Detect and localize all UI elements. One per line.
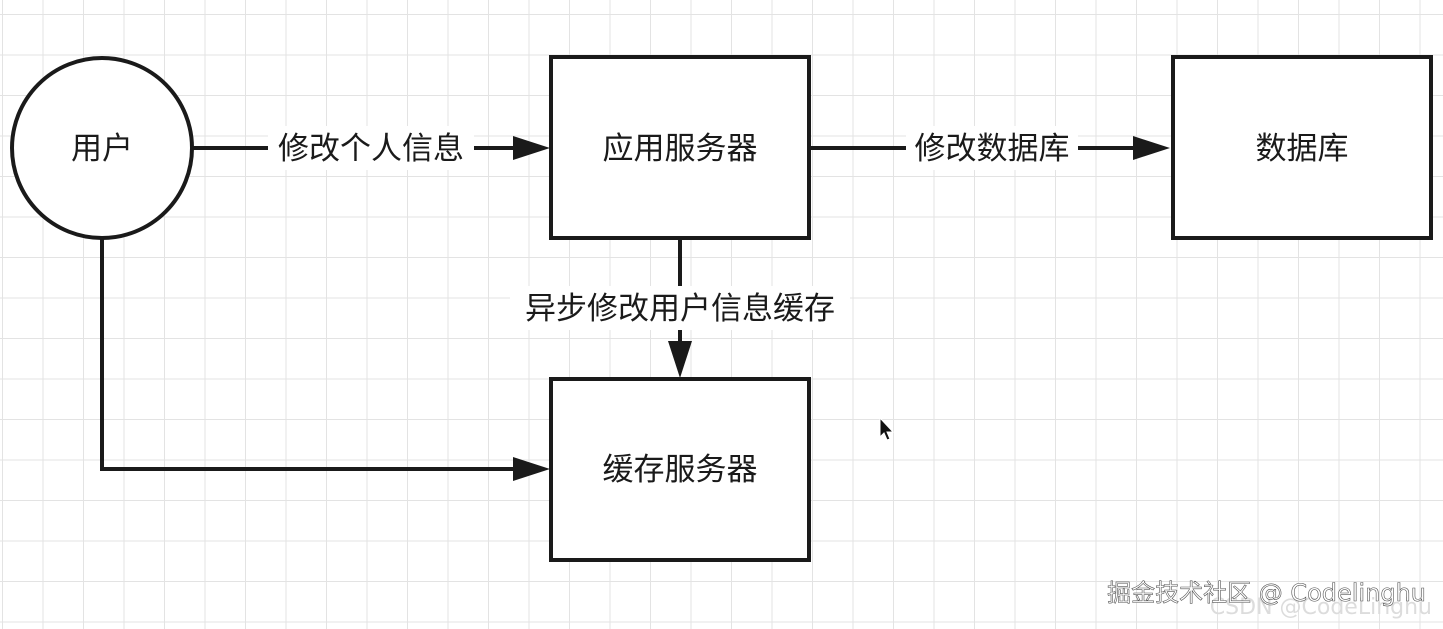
node-app-server: 应用服务器 xyxy=(549,55,811,240)
node-database: 数据库 xyxy=(1171,55,1433,240)
edge-user-to-cache-server xyxy=(100,238,550,481)
node-user: 用户 xyxy=(10,56,194,240)
watermark-primary: 掘金技术社区 @ Codelinghu xyxy=(1107,579,1426,607)
arrowhead-icon xyxy=(668,341,692,378)
arrowhead-icon xyxy=(513,136,550,160)
arrowhead-icon xyxy=(1133,136,1170,160)
edge-app-server-to-cache-server: 异步修改用户信息缓存 xyxy=(510,238,850,378)
edge-app-server-to-database: 修改数据库 xyxy=(810,126,1170,170)
edge-label-user-to-app-server: 修改个人信息 xyxy=(278,131,464,167)
node-label-cache-server: 缓存服务器 xyxy=(603,452,758,488)
node-label-database: 数据库 xyxy=(1256,131,1349,167)
edge-label-app-server-to-cache-server: 异步修改用户信息缓存 xyxy=(525,291,835,327)
node-label-user: 用户 xyxy=(71,131,133,167)
edge-user-to-app-server: 修改个人信息 xyxy=(193,126,550,170)
arrowhead-icon xyxy=(513,457,550,481)
node-label-app-server: 应用服务器 xyxy=(603,131,758,167)
node-cache-server: 缓存服务器 xyxy=(549,377,811,562)
watermark-ghost: CSDN @CodeLinghu xyxy=(1210,595,1432,620)
edge-label-app-server-to-database: 修改数据库 xyxy=(915,131,1070,167)
mouse-pointer-icon xyxy=(879,416,895,441)
